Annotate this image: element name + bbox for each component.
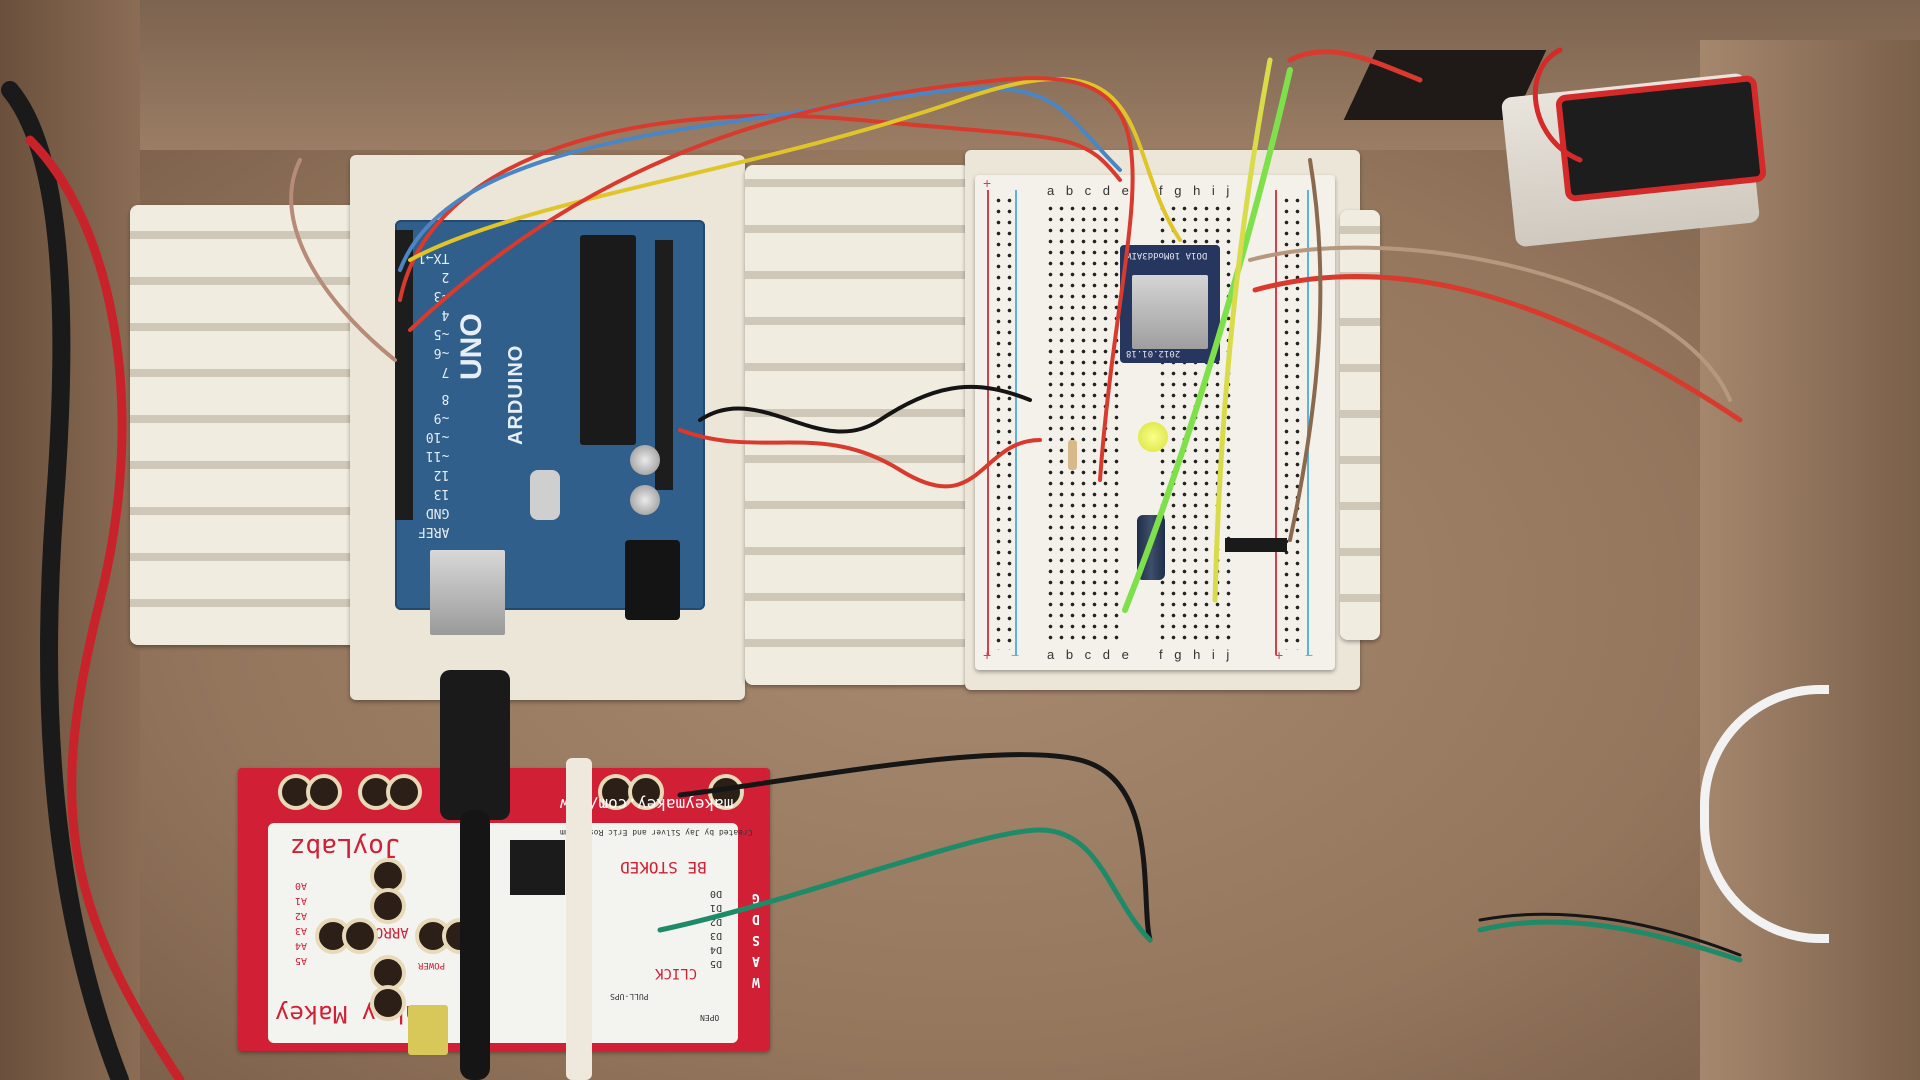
terminal-holes-left — [1045, 203, 1123, 643]
printed-chain-mount-right — [1340, 210, 1380, 640]
mount-hole — [708, 774, 744, 810]
resistor — [1068, 440, 1077, 470]
mount-hole — [386, 774, 422, 810]
rail-plus-line — [987, 190, 989, 655]
yellow-led — [1138, 422, 1168, 452]
red-wire — [678, 428, 1042, 489]
makey-microcontroller — [510, 840, 565, 895]
yellow-green-wire — [1212, 57, 1273, 603]
yellow-wire — [408, 77, 1182, 262]
red-wire — [408, 76, 1135, 482]
column-letters-left-bottom: a b c d e — [1047, 647, 1133, 662]
power-rail-holes — [1281, 195, 1303, 650]
red-wire — [398, 113, 1122, 302]
brown-wire — [1288, 158, 1323, 542]
atmega-chip — [580, 235, 636, 445]
crystal-oscillator — [530, 470, 560, 520]
usb-cable — [460, 810, 490, 1080]
red-wire — [1287, 49, 1423, 83]
pin-header-connector — [1225, 538, 1287, 552]
arrow-up-hole — [370, 888, 406, 924]
mini-usb-port — [408, 1005, 448, 1055]
mount-hole — [306, 774, 342, 810]
rail-minus-line — [1307, 190, 1309, 655]
blue-wire — [398, 86, 1122, 272]
rail-minus-label: − — [1011, 647, 1020, 663]
capacitor — [630, 485, 660, 515]
power-rail-holes — [993, 195, 1015, 650]
rail-plus-label: + — [1275, 647, 1284, 663]
column-letters-left: a b c d e — [1047, 183, 1133, 198]
black-wire — [677, 752, 1153, 943]
green-wire — [657, 827, 1153, 943]
analog-pin-header — [655, 240, 673, 490]
green-wire — [1477, 919, 1743, 963]
column-letters-right: f g h i j — [1159, 183, 1234, 198]
rail-plus-line — [1275, 190, 1277, 655]
rail-plus-label: + — [983, 175, 992, 191]
printed-chain-mount-left — [130, 205, 360, 645]
rail-minus-line — [1015, 190, 1017, 655]
dc-power-jack — [625, 540, 680, 620]
column-letters-right-bottom: f g h i j — [1159, 647, 1234, 662]
black-wire — [698, 384, 1032, 434]
arrow-down-hole — [370, 985, 406, 1021]
arrow-left-hole — [342, 918, 378, 954]
green-wire — [1122, 67, 1293, 613]
black-cable — [1, 81, 129, 1080]
sd-card-slot — [1132, 275, 1208, 349]
printed-chain-mount-middle — [745, 165, 970, 685]
usb-cable-plug — [440, 670, 510, 820]
arduino-uno-board — [395, 220, 705, 610]
capacitor — [630, 445, 660, 475]
red-cable — [25, 135, 185, 1080]
rail-plus-label: + — [983, 647, 992, 663]
usb-b-port — [430, 550, 505, 635]
zip-tie — [566, 758, 592, 1080]
rail-minus-label: − — [1305, 647, 1314, 663]
digital-pin-header — [395, 230, 413, 520]
tan-wire — [289, 158, 397, 362]
red-wire — [1252, 274, 1743, 423]
black-wire — [1478, 912, 1742, 957]
mount-hole — [628, 774, 664, 810]
battery-red-lead — [1532, 47, 1583, 163]
